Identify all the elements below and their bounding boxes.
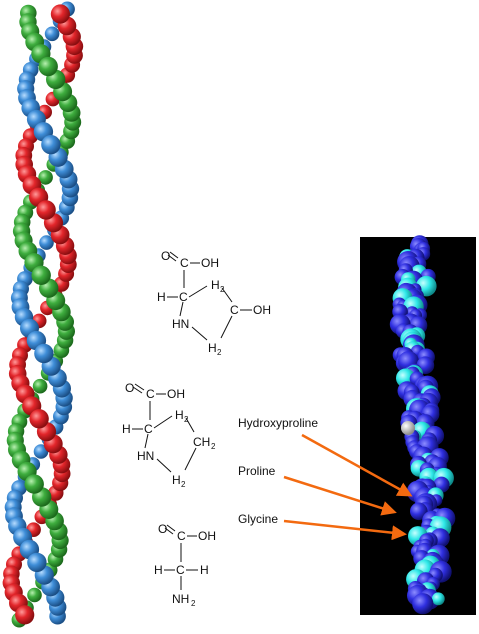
gly-carboxyl-o: O [158, 522, 167, 536]
pro-ch2-bottom-sub: 2 [181, 480, 186, 489]
gly-nh2: NH [172, 592, 189, 606]
pro-ch2-right: CH [193, 435, 210, 449]
pro-carboxyl-oh: OH [167, 387, 185, 401]
hyp-carboxyl-c: C [180, 256, 189, 270]
helix-bead-red [36, 200, 56, 220]
helix-bead-green [24, 474, 44, 494]
helix-bead-red [29, 409, 49, 429]
pro-ch2-top: H [175, 408, 184, 422]
triple-helix-model [2, 1, 84, 628]
arrow-hydroxyproline [301, 433, 413, 497]
hyp-h-left: H [157, 290, 166, 304]
helix-bead-blue [41, 135, 61, 155]
hyp-c-ring-oh: OH [253, 303, 271, 317]
hyp-ch2-bottom: H [208, 341, 217, 355]
pro-ch2-right-sub: 2 [211, 442, 216, 451]
gly-h-right: H [200, 563, 209, 577]
pro-carboxyl-o: O [125, 381, 134, 395]
hyp-carboxyl-oh: OH [201, 256, 219, 270]
helix-bead-blue [27, 552, 47, 573]
label-proline: Proline [238, 464, 276, 478]
hyp-c-ring: C [230, 303, 239, 317]
glycine-structure: C O OH H C H NH 2 [154, 522, 216, 608]
gly-nh2-sub: 2 [191, 599, 196, 608]
helix-bead-green [27, 587, 42, 603]
helix-bead-green [38, 170, 53, 185]
hydroxyproline-structure: C O OH H C H 2 C OH HN H 2 [157, 249, 271, 357]
gly-carboxyl-oh: OH [198, 529, 216, 543]
hyp-ch2-top: H [211, 278, 220, 292]
arrow-glycine [283, 519, 407, 541]
model-atom-blue [412, 593, 434, 615]
pro-nh: HN [137, 449, 154, 463]
helix-bead-red [15, 605, 35, 625]
pro-carboxyl-c: C [146, 387, 155, 401]
arrow-proline [283, 475, 397, 516]
pro-h-left: H [122, 422, 131, 436]
helix-bead-blue [39, 235, 54, 250]
proline-structure: C O OH H C H 2 CH 2 HN H 2 [122, 381, 216, 489]
label-hydroxyproline: Hydroxyproline [238, 416, 318, 430]
pro-c-alpha: C [144, 422, 153, 436]
helix-bead-blue [44, 26, 60, 42]
space-filling-model [389, 235, 456, 615]
model-atom-white [401, 421, 415, 435]
helix-bead-blue [34, 343, 54, 364]
label-glycine: Glycine [238, 512, 278, 526]
helix-bead-green [32, 378, 48, 394]
hyp-nh: HN [172, 317, 189, 331]
hyp-c-alpha: C [179, 290, 188, 304]
model-atom-cyan [431, 592, 445, 606]
pro-ch2-bottom: H [172, 473, 181, 487]
gly-c-alpha: C [176, 563, 185, 577]
gly-carboxyl-c: C [177, 529, 186, 543]
gly-h-left: H [154, 563, 163, 577]
helix-bead-red [50, 4, 70, 24]
helix-bead-green [38, 56, 58, 77]
hyp-ch2-bottom-sub: 2 [217, 348, 222, 357]
model-atom-blue [410, 502, 428, 521]
helix-bead-green [31, 265, 51, 285]
hyp-carboxyl-o: O [161, 249, 170, 263]
